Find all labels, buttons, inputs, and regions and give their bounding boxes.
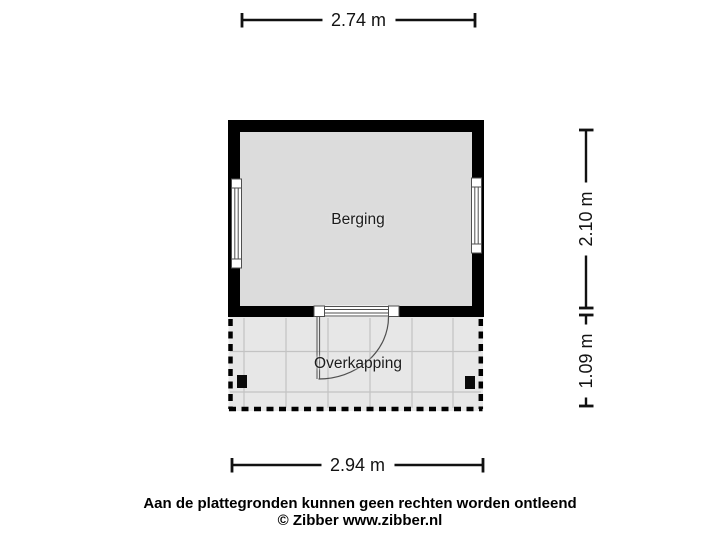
door-jamb-right (388, 305, 400, 317)
room-label-overkapping: Overkapping (314, 355, 402, 372)
footer-disclaimer: Aan de plattegronden kunnen geen rechten… (143, 495, 577, 512)
dimension-label-bottom: 2.94 m (320, 452, 395, 478)
room-label-berging: Berging (331, 211, 385, 228)
berging-floor (240, 132, 472, 306)
post-left (237, 375, 247, 388)
berging-room (228, 120, 484, 317)
overkapping-dashed-border (228, 319, 484, 412)
door-swing-arc (316, 316, 390, 380)
left-window (231, 178, 242, 269)
door-jamb-left (313, 305, 325, 317)
footer-credit: © Zibber www.zibber.nl (277, 512, 443, 529)
door-threshold (324, 306, 389, 317)
dimension-label-top: 2.74 m (321, 7, 396, 33)
dimension-label-right-lower: 1.09 m (573, 323, 599, 398)
overkapping-tile-grid (230, 318, 481, 408)
dimension-label-right-upper: 2.10 m (573, 182, 599, 256)
door (313, 305, 400, 380)
right-window (471, 177, 482, 254)
overkapping-area (228, 317, 484, 412)
post-right (465, 376, 475, 389)
